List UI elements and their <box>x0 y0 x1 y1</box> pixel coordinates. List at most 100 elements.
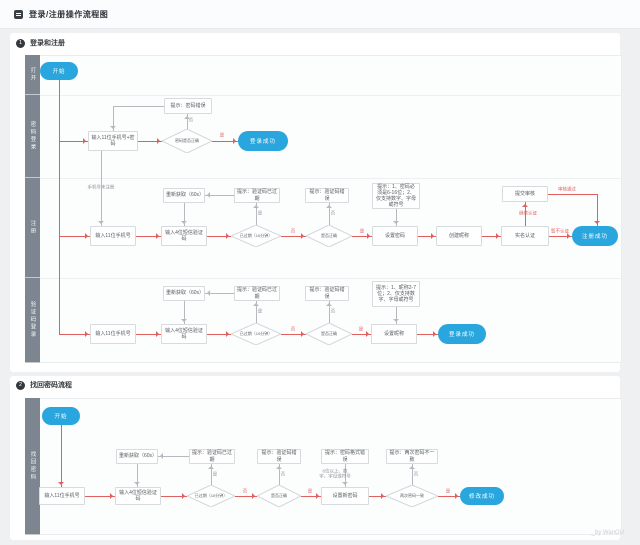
arrowhead <box>366 331 372 337</box>
arrowhead <box>156 331 162 337</box>
arrowhead <box>157 453 163 459</box>
edge-label: 否 <box>290 228 296 234</box>
arrowhead <box>233 138 239 144</box>
lane-separator <box>25 278 622 279</box>
flow-line <box>345 464 346 487</box>
node-prompt-nickname-rule: 提示：1、昵称2-7位；2、仅支持数字、字母或符号 <box>372 281 420 307</box>
flow-line <box>281 236 306 237</box>
flow-line <box>235 496 257 497</box>
node-prompt-password-format-error: 提示：密码格式错误 <box>321 449 369 464</box>
section2-badge: 2 <box>16 380 25 390</box>
flow-line <box>158 456 189 457</box>
arrowhead <box>85 233 91 239</box>
node-prompt-code-error-smslogin: 提示：验证码错误 <box>305 286 349 301</box>
flow-line <box>418 236 436 237</box>
node-submit-review: 提交审核 <box>502 186 548 202</box>
flow-line <box>59 80 60 334</box>
node-resend-code-register: 重新获取（60s） <box>163 188 205 203</box>
node-input-phone-recover: 输入11位手机号 <box>39 487 85 505</box>
flow-line <box>597 194 598 226</box>
flow-line <box>85 496 115 497</box>
edge-label: 否 <box>330 210 336 216</box>
node-prompt-code-expired-recover: 提示：验证码已过期 <box>189 449 235 464</box>
arrowhead <box>301 233 307 239</box>
flow-line <box>184 203 185 226</box>
flow-line <box>329 301 330 323</box>
diagram-panel-1 <box>25 55 622 363</box>
arrowhead <box>226 233 232 239</box>
flow-line <box>113 106 114 131</box>
node-decision-correct-smslogin: 是否正确 <box>306 323 352 345</box>
arrowhead <box>110 126 116 132</box>
node-input-sms-code-smslogin: 输入4位短信验证码 <box>161 324 207 344</box>
flow-line <box>207 236 231 237</box>
arrowhead <box>98 221 104 227</box>
edge-label: 否 <box>330 308 336 314</box>
edge-label: 是 <box>212 471 218 477</box>
arrowhead <box>455 493 461 499</box>
flow-line <box>137 464 138 487</box>
flow-line <box>212 141 238 142</box>
arrowhead <box>208 463 214 469</box>
arrowhead <box>342 482 348 488</box>
flow-line <box>101 151 102 226</box>
node-resend-code-smslogin: 重新获取（60s） <box>163 286 205 301</box>
lane-header-4: 验证码登录 <box>25 278 40 363</box>
arrowhead <box>393 319 399 325</box>
arrowhead <box>184 113 190 119</box>
lane-label: 找回密码 <box>29 451 36 481</box>
section1-heading: 1 登录和注册 <box>16 38 65 48</box>
section2-title: 找回密码流程 <box>30 382 72 389</box>
node-decision-expired-recover: 已过期（10分钟） <box>187 485 235 507</box>
node-set-new-password: 设置新密码 <box>321 487 369 505</box>
node-create-nickname: 创建昵称 <box>436 226 482 246</box>
flow-line <box>59 141 88 142</box>
flow-line <box>113 106 164 107</box>
arrowhead <box>409 463 415 469</box>
edge-label: 是 <box>359 228 365 234</box>
flow-line <box>549 236 572 237</box>
flow-line <box>482 236 501 237</box>
flow-line <box>187 114 188 129</box>
flow-line <box>59 236 90 237</box>
lane-label: 密码登录 <box>29 121 36 151</box>
arrowhead <box>83 138 89 144</box>
edge-label: 是 <box>219 132 225 138</box>
section1-title: 登录和注册 <box>30 40 65 47</box>
arrowhead <box>326 300 332 306</box>
node-decision-expired-smslogin: 已过期（10分钟） <box>231 323 281 345</box>
arrowhead <box>276 463 282 469</box>
node-start: 开始 <box>40 62 78 80</box>
edge-label: 暂不认证 <box>551 228 569 234</box>
arrowhead <box>181 221 187 227</box>
node-set-password: 设置密码 <box>372 226 418 246</box>
flow-line <box>136 334 161 335</box>
arrowhead <box>367 233 373 239</box>
arrowhead <box>567 233 573 239</box>
flow-line <box>61 425 62 487</box>
node-set-nickname: 设置昵称 <box>371 324 417 344</box>
flow-line <box>412 464 413 485</box>
edge-label: 否 <box>290 326 296 332</box>
flow-line <box>352 334 371 335</box>
arrowhead <box>226 331 232 337</box>
flow-line <box>211 464 212 485</box>
node-prompt-code-expired-register: 提示：验证码已过期 <box>234 188 280 203</box>
lane-header-1: 打开 <box>25 55 40 95</box>
node-decision-correct-register: 是否正确 <box>306 225 352 247</box>
node-input-phone-smslogin: 输入11位手机号 <box>90 324 136 344</box>
arrowhead <box>156 233 162 239</box>
arrowhead <box>301 331 307 337</box>
arrowhead <box>433 331 439 337</box>
arrowhead <box>204 290 210 296</box>
node-login-success-smslogin: 登录成功 <box>438 324 486 344</box>
node-login-success: 登录成功 <box>238 131 288 151</box>
arrowhead <box>182 493 188 499</box>
node-prompt-code-error-recover: 提示：验证码错误 <box>257 449 301 464</box>
flow-line <box>417 334 438 335</box>
edge-label: 继续认证 <box>519 210 537 216</box>
node-decision-password-correct: 密码是否正确 <box>162 129 212 153</box>
lane-label: 验证码登录 <box>29 301 36 339</box>
